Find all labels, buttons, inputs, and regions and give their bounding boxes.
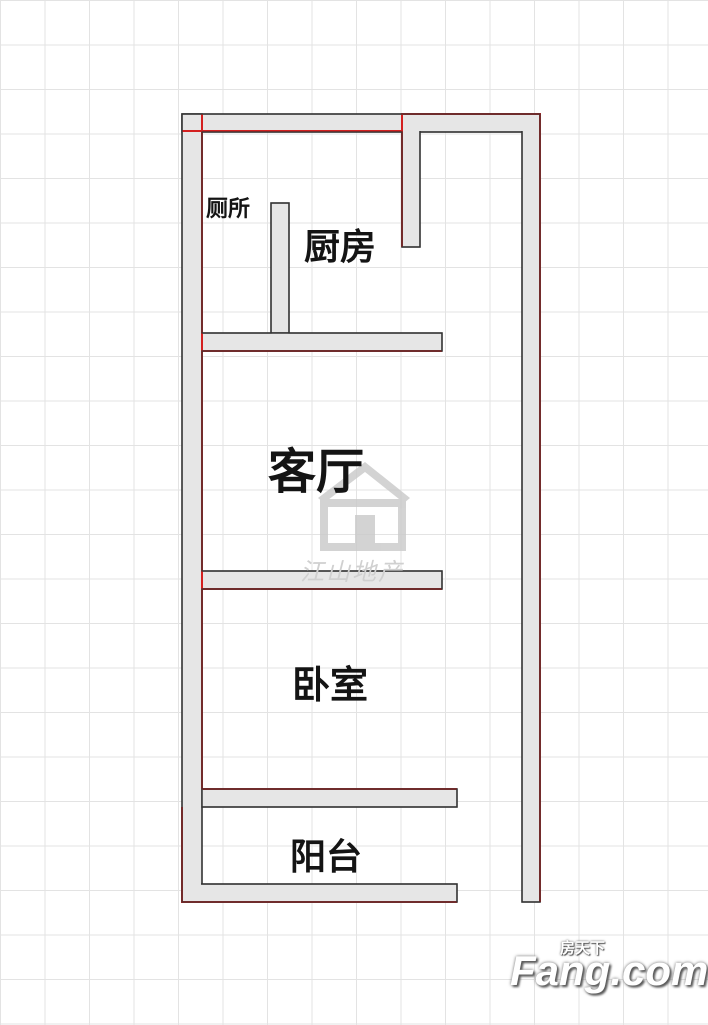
watermark-house-icon <box>318 462 410 551</box>
watermark-text: 江山地产 <box>300 558 404 586</box>
brand-logo: 房天下 Fang.com <box>510 937 708 1007</box>
room-label-toilet: 厕所 <box>206 197 251 222</box>
wall-toilet-partition <box>270 202 290 334</box>
wall-kitchen-stub <box>401 113 421 248</box>
wall-bedroom-balcony <box>201 788 458 808</box>
brand-top-text: 房天下 <box>560 939 606 957</box>
wall-kitchen-living <box>201 332 443 352</box>
room-label-living-room: 客厅 <box>268 444 365 500</box>
brand-main-text: Fang.com <box>510 947 708 994</box>
room-label-balcony: 阳台 <box>290 837 363 878</box>
room-label-bedroom: 卧室 <box>292 663 369 707</box>
room-label-kitchen: 厨房 <box>304 227 377 268</box>
wall-bottom <box>181 883 458 903</box>
